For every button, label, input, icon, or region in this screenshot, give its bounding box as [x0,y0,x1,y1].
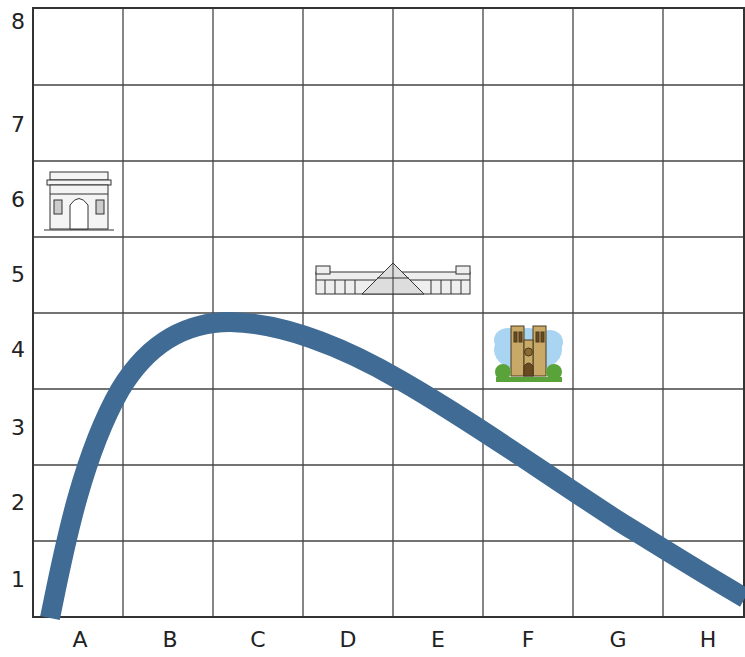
column-letter: D [340,629,357,651]
column-letter: A [72,629,87,651]
row-number: 3 [11,417,25,439]
column-letter: F [522,629,535,651]
row-number: 5 [11,264,25,286]
arc-de-triomphe-icon [44,172,114,230]
louvre-icon [316,263,470,294]
column-letter: G [609,629,626,651]
column-letter: C [250,629,265,651]
column-letter: H [700,629,717,651]
map-grid [33,8,745,617]
column-letter: B [162,629,177,651]
row-number: 6 [11,189,25,211]
column-letter: E [431,629,445,651]
row-number: 1 [11,569,25,591]
row-number: 8 [11,11,25,33]
row-number: 4 [11,339,25,361]
row-number: 7 [11,114,25,136]
row-number: 2 [11,492,25,514]
notre-dame-icon [494,326,563,382]
river-seine [50,322,745,618]
